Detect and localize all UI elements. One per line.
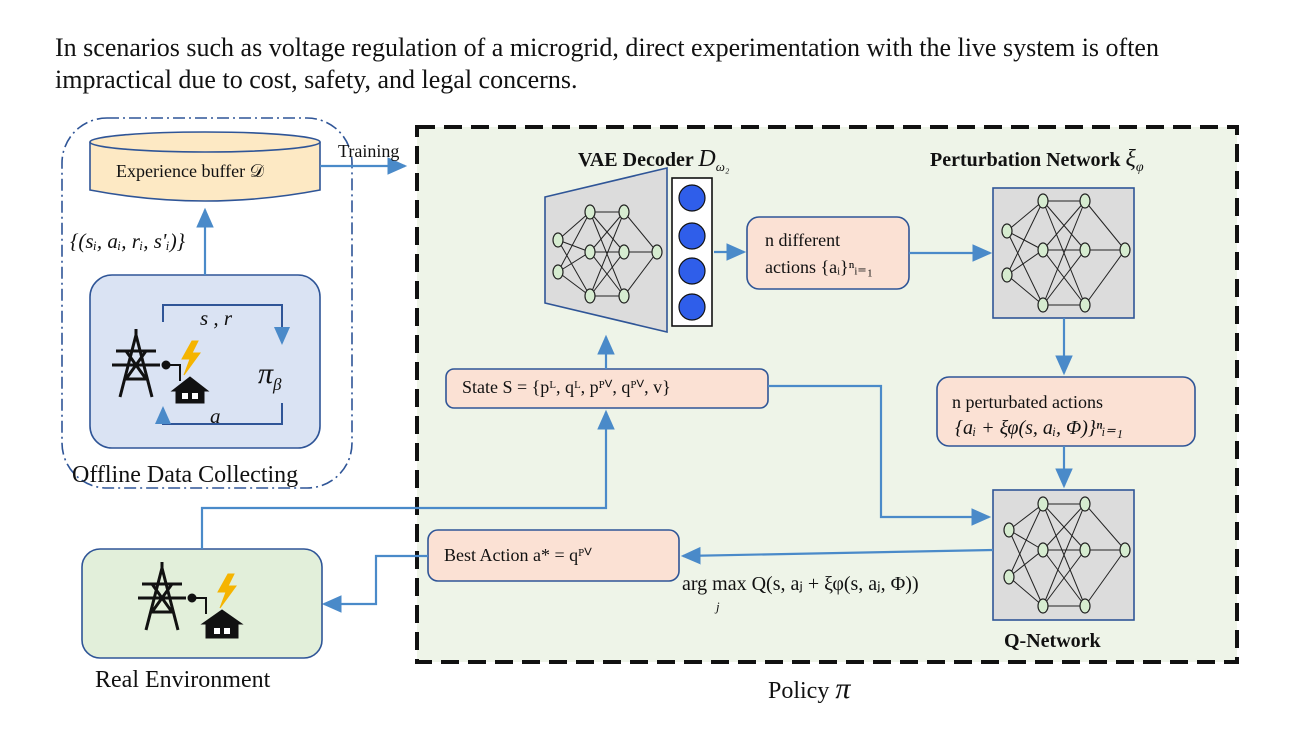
- n-actions-line2: actions {aᵢ}ⁿᵢ₌₁: [765, 257, 874, 277]
- training-label: Training: [338, 141, 400, 161]
- policy-label: Policy π: [768, 672, 851, 705]
- q-network-title: Q-Network: [1004, 630, 1101, 652]
- a-label: a: [210, 404, 221, 428]
- real-environment-box: [81, 548, 323, 659]
- transition-tuple-label: {(sᵢ, aᵢ, rᵢ, s'ᵢ)}: [70, 229, 186, 253]
- vae-output-node: [678, 222, 706, 250]
- argmax-subscript: j: [716, 599, 720, 614]
- vae-output-node: [678, 293, 706, 321]
- behavior-policy-symbol: πβ: [258, 357, 282, 394]
- sr-loop-arrow: [162, 304, 290, 345]
- argmax-expression: arg max Q(s, aⱼ + ξφ(s, aⱼ, Φ)): [682, 573, 919, 595]
- vae-output-node: [678, 184, 706, 212]
- perturbation-network-title: Perturbation Network ξφ: [930, 146, 1144, 175]
- offline-data-collecting-title: Offline Data Collecting: [72, 462, 299, 488]
- experience-buffer: [89, 131, 321, 202]
- best-action-label: Best Action a* = qᴾⱽ: [444, 545, 592, 565]
- experience-buffer-label: Experience buffer 𝒟: [116, 161, 264, 181]
- intro-paragraph: In scenarios such as voltage regulation …: [55, 33, 1159, 94]
- power-grid-icon: [112, 329, 210, 404]
- state-to-q-arrow: [768, 384, 992, 526]
- offline-frame: [61, 117, 353, 489]
- action-to-env-arrow: [321, 554, 428, 613]
- real-environment-title: Real Environment: [95, 667, 271, 693]
- vae-network-graph: [552, 204, 663, 304]
- vae-output-node: [678, 257, 706, 285]
- q-network-graph: [1003, 496, 1131, 614]
- perturbated-actions-box: [936, 376, 1196, 447]
- vae-decoder-title: VAE Decoder Dω₂: [578, 146, 730, 174]
- data-collector-box: [89, 274, 321, 449]
- perturbated-actions-line2: {aᵢ + ξφ(s, aᵢ, Φ)}ⁿᵢ₌₁: [955, 417, 1123, 439]
- n-actions-box: [746, 216, 910, 290]
- sr-label: s , r: [200, 306, 233, 330]
- n-actions-line1: n different: [765, 230, 841, 250]
- perturbation-network-graph: [1001, 193, 1131, 313]
- q-to-best-action-arrow: [680, 546, 994, 565]
- env-to-state-arrow: [200, 409, 615, 549]
- power-grid-icon: [138, 562, 244, 639]
- perturbated-actions-line1: n perturbated actions: [952, 392, 1103, 412]
- vae-decoder-shape: [544, 166, 668, 334]
- state-label: State S = {pᴸ, qᴸ, pᴾⱽ, qᴾⱽ, v}: [462, 377, 671, 397]
- a-loop-arrow: [155, 403, 283, 425]
